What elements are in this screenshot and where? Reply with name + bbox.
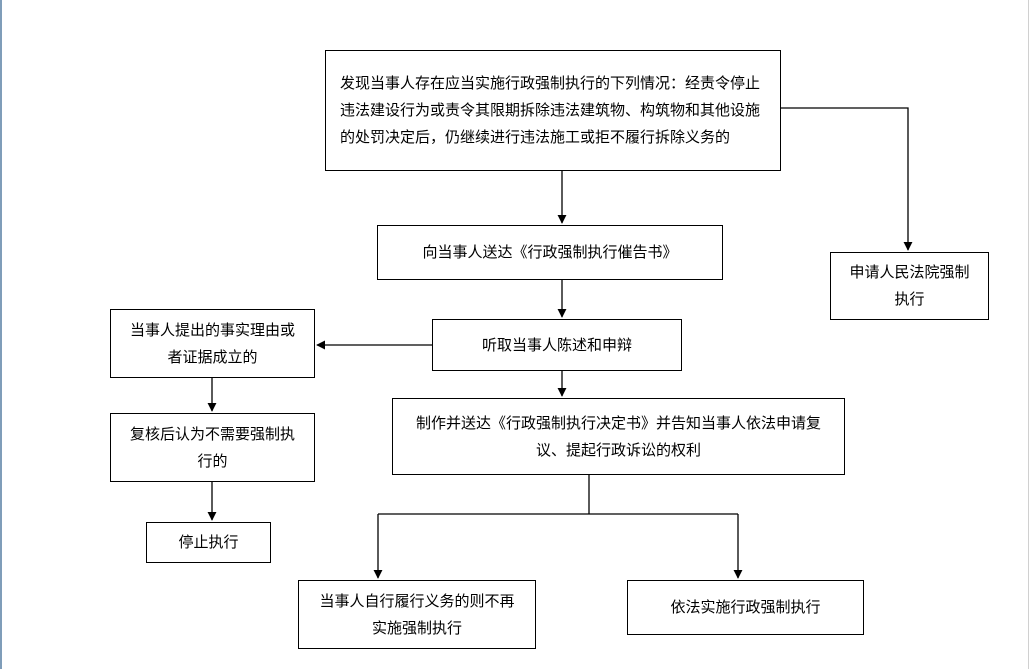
facts-established-text: 当事人提出的事实理由或者证据成立的: [129, 320, 295, 366]
window-left-border: [0, 0, 2, 669]
window-right-border: [1028, 0, 1035, 669]
notice-text: 向当事人送达《行政强制执行催告书》: [422, 243, 678, 261]
review-box: 复核后认为不需要强制执行的: [110, 413, 315, 482]
self-fulfilled-box: 当事人自行履行义务的则不再实施强制执行: [298, 580, 536, 649]
stop-text: 停止执行: [178, 533, 239, 551]
hear-statement-text: 听取当事人陈述和申辩: [481, 335, 632, 354]
facts-established-box: 当事人提出的事实理由或者证据成立的: [110, 309, 315, 378]
notice-box: 向当事人送达《行政强制执行催告书》: [377, 225, 723, 280]
start-condition-box: 发现当事人存在应当实施行政强制执行的下列情况：经责令停止违法建设行为或责令其限期…: [325, 50, 781, 171]
apply-court-text: 申请人民法院强制执行: [849, 263, 970, 308]
start-condition-text: 发现当事人存在应当实施行政强制执行的下列情况：经责令停止违法建设行为或责令其限期…: [340, 74, 761, 146]
hear-statement-box: 听取当事人陈述和申辩: [432, 319, 682, 371]
arrow-start-to-court: [781, 107, 913, 251]
decision-text: 制作并送达《行政强制执行决定书》并告知当事人依法申请复议、提起行政诉讼的权利: [415, 413, 821, 459]
self-fulfilled-text: 当事人自行履行义务的则不再实施强制执行: [319, 591, 515, 637]
review-text: 复核后认为不需要强制执行的: [129, 424, 295, 470]
stop-box: 停止执行: [146, 522, 271, 563]
apply-court-box: 申请人民法院强制执行: [830, 252, 989, 320]
enforce-text: 依法实施行政强制执行: [670, 598, 821, 616]
enforce-box: 依法实施行政强制执行: [627, 580, 864, 635]
decision-box: 制作并送达《行政强制执行决定书》并告知当事人依法申请复议、提起行政诉讼的权利: [392, 398, 845, 475]
